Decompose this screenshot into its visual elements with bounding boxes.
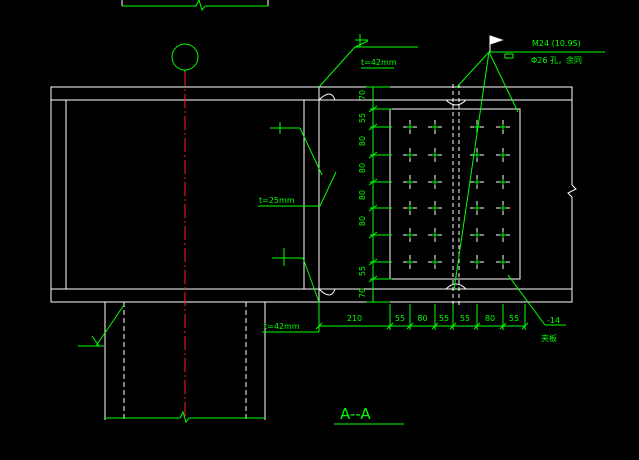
bolt [428,201,442,215]
bolt [403,255,417,269]
bolt-spec-label: M24 (10.9S) [532,39,581,48]
vertical-dim-label: 55 [358,113,367,123]
horizontal-dim-label: 55 [460,314,470,323]
plate-leader [507,274,566,326]
bolt [428,148,442,162]
weld-label-web: t=25mm [259,196,295,205]
vertical-dim-label: 80 [358,190,367,200]
horizontal-dim-label: 55 [509,314,519,323]
bolt [470,228,484,242]
vertical-dim-label: 70 [358,288,367,298]
vertical-dim-label: 55 [358,266,367,276]
bolt [470,148,484,162]
weld-leader-web [258,122,337,207]
flanges [318,86,577,303]
bolt [403,148,417,162]
bolt [403,201,417,215]
web-joint [452,84,460,305]
horizontal-dim-label: 210 [347,314,362,323]
weld-label-bottom: t=42mm [264,322,300,331]
vertical-dim-label: 80 [358,163,367,173]
bolt-group [403,120,510,269]
bolt [496,148,510,162]
horizontal-dim-label: 55 [439,314,449,323]
bolt [428,120,442,134]
bolt-leader [453,35,605,291]
bolt [428,228,442,242]
bolt [496,201,510,215]
plate-mark-label: -14 [547,316,560,325]
bolt [403,175,417,189]
bolt [428,255,442,269]
bolt [470,201,484,215]
vertical-dimension [366,86,392,303]
bolt [496,228,510,242]
weld-leader-top [318,34,418,88]
bolt [403,228,417,242]
vertical-dim-label: 80 [358,136,367,146]
bolt [428,175,442,189]
splice-plate [389,108,521,280]
hole-spec-label: Φ26 孔，余同 [531,55,582,65]
bolt [496,255,510,269]
horizontal-dim-label: 80 [485,314,495,323]
bolt [470,255,484,269]
weld-leader-left [78,304,125,347]
weld-label-top: t=42mm [361,58,397,67]
section-title: A--A [340,405,371,423]
bolt [470,175,484,189]
bolt [496,175,510,189]
plate-name-label: 夹板 [541,333,557,343]
horizontal-dim-label: 55 [395,314,405,323]
horizontal-dim-label: 80 [417,314,427,323]
weld-leader-bottom [262,248,320,333]
lower-column [104,302,266,424]
bolt [496,120,510,134]
bolt [403,120,417,134]
upper-view-stub [121,0,269,12]
vertical-dim-label: 70 [358,90,367,100]
vertical-dim-label: 80 [358,216,367,226]
